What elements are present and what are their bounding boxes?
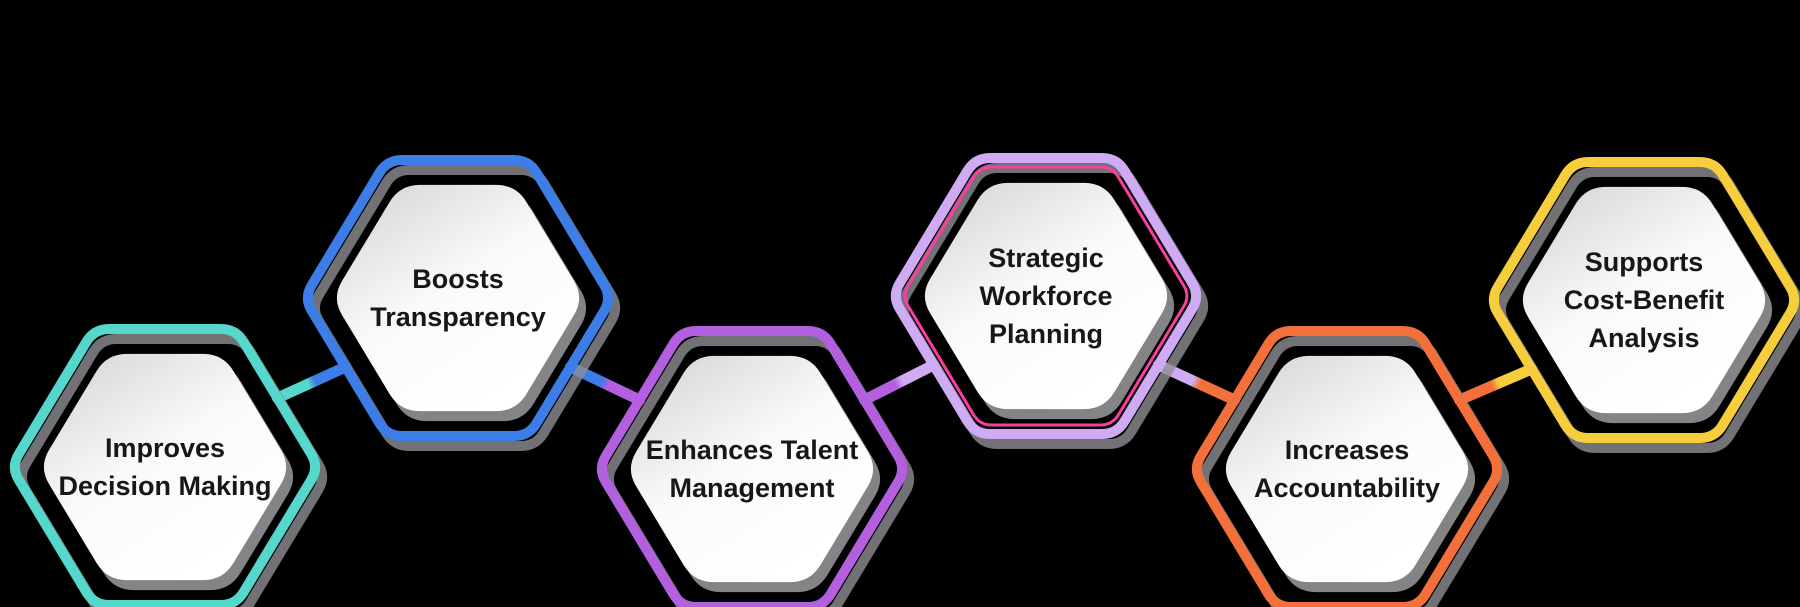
hexagon-border [302,155,614,441]
hexagon-face [630,355,874,583]
hexagon-border [1488,157,1800,443]
hexagon-accent-line [903,165,1189,427]
connector-enhances-talent-management-to-strategic-workforce-planning [858,359,940,406]
connector-improves-decision-making-to-boosts-transparency [271,361,352,404]
hexagon-label-line: Decision Making [58,471,271,501]
hexagon-label-line: Enhances Talent [646,435,859,465]
hexagon-border [9,324,321,607]
hexagon-border [1191,326,1503,607]
hexagon-face [336,184,580,412]
hexagon-label-line: Accountability [1254,473,1440,503]
hexagon-face [1522,186,1766,414]
hexagon-face [43,353,287,581]
hexagon-border [596,326,908,607]
hexagon-face [924,182,1168,410]
hexagon-border [890,153,1202,439]
hexagon-face [1225,355,1469,583]
hexagon-label-line: Management [669,473,834,503]
hexagon-label-line: Planning [989,319,1103,349]
hexagon-label-line: Analysis [1588,323,1699,353]
hexagon-label-line: Supports [1585,247,1704,277]
hexagon-label-line: Strategic [988,243,1104,273]
hexagon-label-line: Boosts [412,264,504,294]
connector-increases-accountability-to-supports-cost-benefit-analysis [1453,363,1538,406]
hexagon-label-line: Improves [105,433,225,463]
hexagon-label-line: Cost-Benefit [1564,285,1725,315]
hexagon-label-line: Workforce [979,281,1112,311]
hexagon-label-line: Increases [1285,435,1410,465]
hexagon-label-line: Transparency [370,302,546,332]
